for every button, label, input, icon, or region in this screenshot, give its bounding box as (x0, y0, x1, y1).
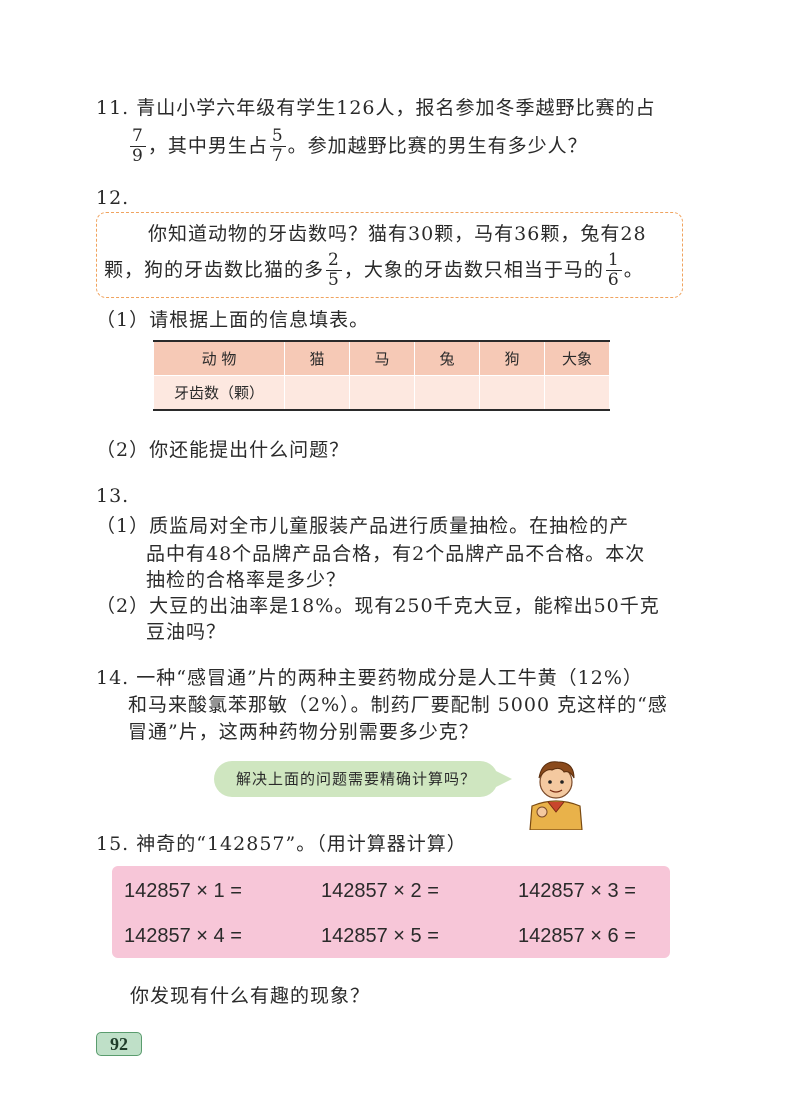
calc-box (112, 866, 670, 958)
q15-question: 你发现有什么有趣的现象？ (130, 985, 371, 1007)
calc-item-6: 142857 × 6 = (518, 925, 636, 947)
q13-p2-line2: 豆油吗？ (146, 621, 227, 643)
q14-line2: 和马来酸氯苯那敏（2%）。制药厂要配制 5000 克这样的“感 (128, 694, 668, 716)
table-header-cat: 猫 (284, 340, 350, 376)
q12-box-text-b: ，大象的牙齿数只相当于马的 (343, 259, 604, 281)
table-row-label: 牙齿数（颗） (153, 375, 285, 411)
page-number: 92 (96, 1032, 142, 1056)
calc-item-2: 142857 × 2 = (321, 880, 439, 902)
teeth-table-header-row: 动 物 猫 马 兔 狗 大象 (153, 340, 610, 376)
q11-text-b: 。参加越野比赛的男生有多少人？ (287, 135, 588, 157)
q12-box-text-c: 。 (623, 259, 644, 281)
q15-title: 15. 神奇的“142857”。（用计算器计算） (96, 833, 467, 855)
table-cell-horse[interactable] (349, 375, 415, 411)
table-header-dog: 狗 (479, 340, 545, 376)
cartoon-boy-icon (529, 761, 583, 830)
q14-line1: 14. 一种“感冒通”片的两种主要药物成分是人工牛黄（12%） (96, 667, 643, 689)
calc-item-3: 142857 × 3 = (518, 880, 636, 902)
q12-info-box (96, 212, 683, 298)
calc-item-4: 142857 × 4 = (124, 925, 242, 947)
speech-bubble: 解决上面的问题需要精确计算吗？ (214, 761, 498, 797)
q11-text-a: ，其中男生占 (147, 135, 268, 157)
q12-part2: （2）你还能提出什么问题？ (96, 439, 350, 461)
q12-box-text-a: 颗，狗的牙齿数比猫的多 (104, 259, 325, 281)
teeth-table-value-row: 牙齿数（颗） (153, 375, 610, 411)
q13-number: 13. (96, 485, 130, 507)
calc-item-1: 142857 × 1 = (124, 880, 242, 902)
table-header-animal: 动 物 (153, 340, 285, 376)
q14-line3: 冒通”片，这两种药物分别需要多少克？ (128, 721, 479, 743)
q11-line1: 11. 青山小学六年级有学生126人，报名参加冬季越野比赛的占 (96, 97, 656, 119)
calc-item-5: 142857 × 5 = (321, 925, 439, 947)
table-header-rabbit: 兔 (414, 340, 480, 376)
table-cell-dog[interactable] (479, 375, 545, 411)
q13-p2-line1: （2）大豆的出油率是18%。现有250千克大豆，能榨出50千克 (96, 595, 660, 617)
q12-box-line1: 你知道动物的牙齿数吗？猫有30颗，马有36颗，兔有28 (148, 223, 647, 245)
teeth-table: 动 物 猫 马 兔 狗 大象 牙齿数（颗） (153, 340, 610, 411)
q12-number: 12. (96, 187, 130, 209)
q13-p1-line3: 抽检的合格率是多少？ (146, 569, 347, 591)
table-cell-elephant[interactable] (544, 375, 610, 411)
q13-p1-line1: （1）质监局对全市儿童服装产品进行质量抽检。在抽检的产 (96, 515, 630, 537)
speech-bubble-tail (494, 770, 512, 788)
table-header-elephant: 大象 (544, 340, 610, 376)
table-header-horse: 马 (349, 340, 415, 376)
q13-p1-line2: 品中有48个品牌产品合格，有2个品牌产品不合格。本次 (146, 543, 646, 565)
table-cell-rabbit[interactable] (414, 375, 480, 411)
table-cell-cat[interactable] (284, 375, 350, 411)
q12-part1: （1）请根据上面的信息填表。 (96, 309, 370, 331)
